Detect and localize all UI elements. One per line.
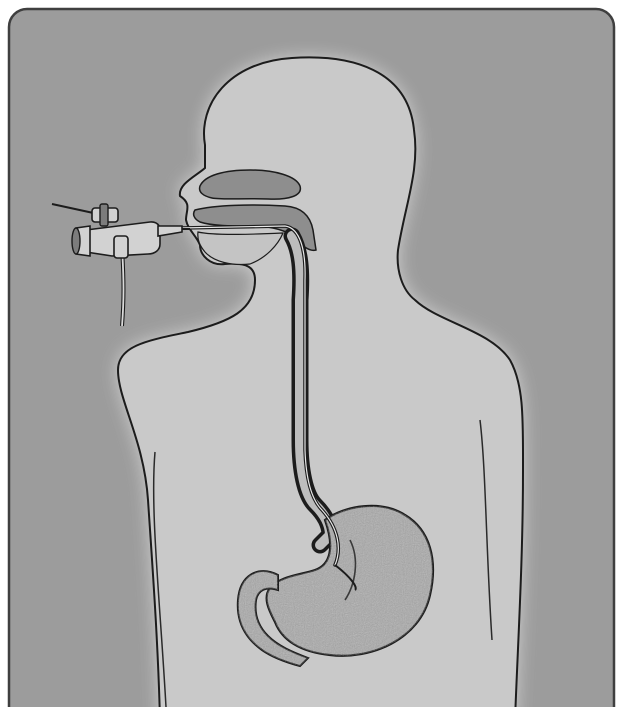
nasal-cavity bbox=[200, 170, 301, 199]
light-post bbox=[114, 236, 128, 258]
